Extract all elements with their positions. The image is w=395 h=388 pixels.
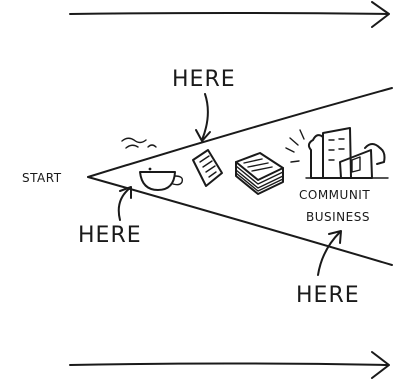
top-arrow [69,1,390,28]
business-label: BUSINESS [306,210,370,224]
here-bottom-label: HERE [296,283,360,308]
community-label: COMMUNIT [299,188,370,202]
steaming-coffee-cup-icon [121,137,184,191]
paper-document-icon [192,149,223,187]
here-left-label: HERE [78,223,142,248]
bottom-arrow [69,351,390,379]
start-label: START [22,171,62,185]
here-left-arrow [117,186,132,221]
community-buildings-icon [285,127,389,179]
here-top-arrow [195,93,211,142]
here-top-label: HERE [172,67,236,92]
paper-stack-icon [235,152,284,195]
here-bottom-arrow [317,230,342,276]
